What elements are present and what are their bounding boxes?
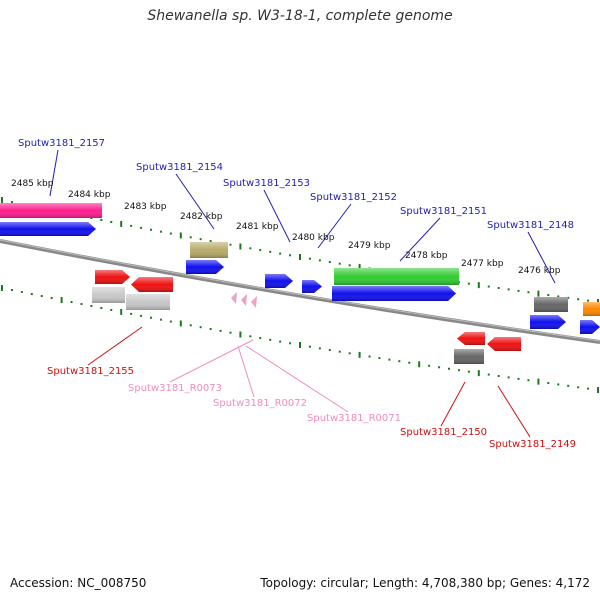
gene-features [0,203,600,364]
gene-2147-b-shading [580,320,600,334]
gene-2148-shading [534,297,568,312]
gene-2153-shading [265,274,293,288]
gene-2151-shading [332,286,456,301]
leader-line-2148 [527,231,556,284]
scale-label: 2480 kbp [292,233,335,243]
scale-label: 2481 kbp [236,222,279,232]
gene-label-2149[interactable]: Sputw3181_2149 [489,439,576,450]
scale-label: 2483 kbp [124,202,167,212]
leader-line-R0071 [245,345,349,413]
leader-line-2153 [263,189,291,243]
gene-label-2152[interactable]: Sputw3181_2152 [310,192,397,203]
scale-label: 2477 kbp [461,259,504,269]
gene-2155-c-shading [92,287,125,303]
leader-line-2154 [175,173,215,230]
gene-2155-a-shading [95,270,130,284]
gene-label-2153[interactable]: Sputw3181_2153 [223,178,310,189]
leader-line-2151 [399,217,441,262]
gene-label-2151[interactable]: Sputw3181_2151 [400,206,487,217]
gene-2147-shading [583,302,600,316]
gene-label-R0073[interactable]: Sputw3181_R0073 [128,383,222,394]
scale-labels: 2485 kbp 2484 kbp 2483 kbp 2482 kbp 2481 kbp… [11,179,561,276]
scale-label: 2485 kbp [11,179,54,189]
gene-2153-b-shading [302,280,322,293]
inner-scale-axis [1,285,599,393]
scale-label: 2479 kbp [348,241,391,251]
rna-marker-1 [231,292,237,304]
leader-line-2149 [497,385,531,438]
leader-line-2155 [87,326,143,366]
gene-2157-shading [0,203,102,218]
gene-label-R0071[interactable]: Sputw3181_R0071 [307,413,401,424]
scale-label: 2476 kbp [518,266,561,276]
leader-line-2157 [49,149,59,197]
gene-label-2154[interactable]: Sputw3181_2154 [136,162,223,173]
gene-2154-shading [190,242,228,258]
gene-2150-shading [457,332,485,345]
gene-label-2157[interactable]: Sputw3181_2157 [18,138,105,149]
rna-marker-2 [241,294,247,306]
accession-text: Accession: NC_008750 [10,576,147,590]
gene-label-2148[interactable]: Sputw3181_2148 [487,220,574,231]
gene-2156-shading [0,222,96,236]
gene-2149-shading [487,337,521,351]
scale-label: 2482 kbp [180,212,223,222]
scale-label: 2484 kbp [68,190,111,200]
backbone-highlight [0,239,600,342]
rna-marker-3 [251,296,257,308]
gene-2150-b-shading [454,349,484,364]
topology-text: Topology: circular; Length: 4,708,380 bp… [260,576,590,590]
leader-line-2152 [317,203,352,249]
gene-2155-d-shading [126,294,170,310]
gene-2152-shading [334,268,459,285]
leader-line-2150 [440,381,466,427]
page-title: Shewanella sp. W3-18-1, complete genome [147,8,453,24]
gene-labels: Sputw3181_2157Sputw3181_2154Sputw3181_21… [18,138,576,450]
gene-label-2150[interactable]: Sputw3181_2150 [400,427,487,438]
gene-2148-b-shading [530,315,566,329]
gene-label-2155[interactable]: Sputw3181_2155 [47,366,134,377]
gene-label-R0072[interactable]: Sputw3181_R0072 [213,398,307,409]
scale-label: 2478 kbp [405,251,448,261]
gene-2154-b-shading [186,260,224,274]
gene-2155-shading [131,277,173,292]
backbone-line [0,239,600,344]
leader-line-R0072 [237,345,255,398]
label-leader-lines [49,149,556,438]
leader-line-R0073 [169,339,254,383]
genome-backbone [0,239,600,344]
